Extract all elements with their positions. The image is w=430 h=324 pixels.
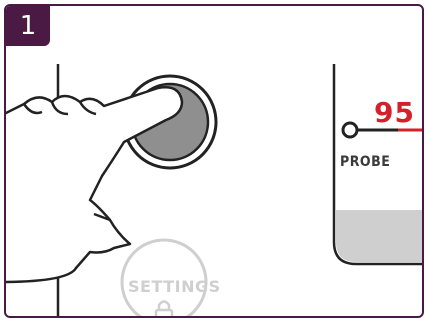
- step-number-badge: 1: [6, 6, 50, 46]
- probe-temperature-value: 95: [374, 96, 415, 129]
- probe-label: PROBE: [340, 154, 390, 170]
- instruction-panel: 1 95 PROBE SETTINGS: [4, 4, 424, 318]
- display-bottom-band: [336, 210, 424, 262]
- settings-label: SETTINGS: [128, 277, 221, 296]
